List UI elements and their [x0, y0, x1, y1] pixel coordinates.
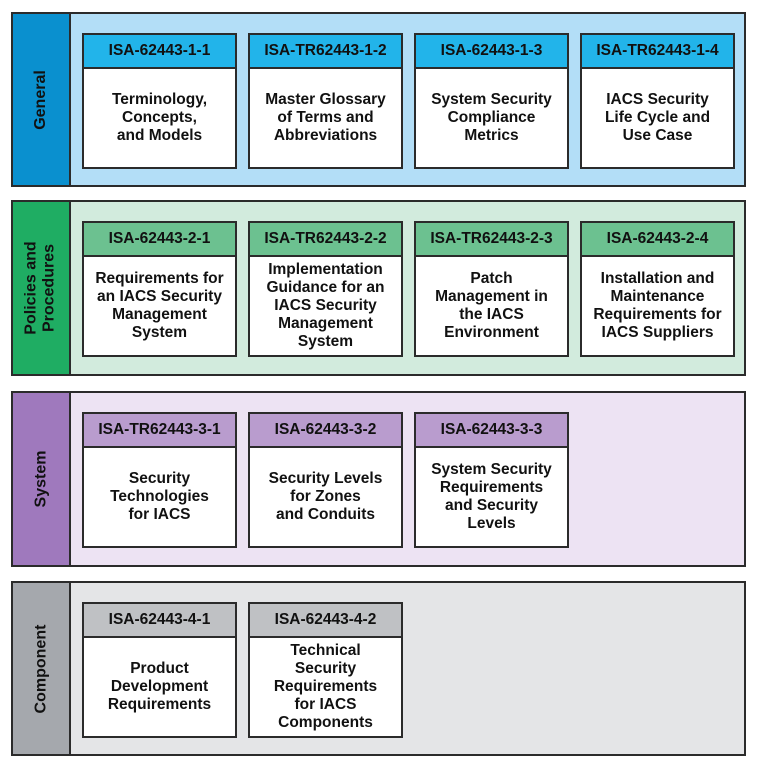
standard-title-box: Security Technologies for IACS: [84, 448, 235, 546]
standard-title: Installation and Maintenance Requirement…: [593, 270, 722, 341]
standard-title-box: Terminology, Concepts, and Models: [84, 69, 235, 167]
standard-title-box: IACS Security Life Cycle and Use Case: [582, 69, 733, 167]
standard-title: IACS Security Life Cycle and Use Case: [604, 91, 711, 144]
standard-code: ISA-62443-1-3: [416, 35, 567, 69]
standard-title: Security Levels for Zones and Conduits: [268, 470, 383, 523]
group-label-panel: Component: [13, 583, 71, 754]
standard-title-box: Security Levels for Zones and Conduits: [250, 448, 401, 546]
standard-title-box: Master Glossary of Terms and Abbreviatio…: [250, 69, 401, 167]
standard-title: Patch Management in the IACS Environment: [435, 270, 548, 341]
standard-title-box: Installation and Maintenance Requirement…: [582, 257, 733, 355]
standard-title: Terminology, Concepts, and Models: [111, 91, 207, 144]
standard-code: ISA-TR62443-2-3: [416, 223, 567, 257]
standard-code: ISA-TR62443-2-2: [250, 223, 401, 257]
standard-code: ISA-62443-2-4: [582, 223, 733, 257]
standard-code: ISA-62443-4-2: [250, 604, 401, 638]
group-label: Policies and Procedures: [23, 241, 58, 335]
standard-title: Implementation Guidance for an IACS Secu…: [266, 261, 385, 350]
standard-title-box: System Security Compliance Metrics: [416, 69, 567, 167]
standard-code: ISA-62443-4-1: [84, 604, 235, 638]
group-label-panel: General: [13, 14, 71, 185]
standard-title-box: Patch Management in the IACS Environment: [416, 257, 567, 355]
group-label: Component: [32, 624, 49, 713]
standard-title-box: Implementation Guidance for an IACS Secu…: [250, 257, 401, 355]
standard-title: Technical Security Requirements for IACS…: [273, 642, 378, 731]
standard-title: System Security Compliance Metrics: [431, 91, 552, 144]
standard-title-box: Technical Security Requirements for IACS…: [250, 638, 401, 736]
standard-code: ISA-62443-3-3: [416, 414, 567, 448]
standard-code: ISA-TR62443-3-1: [84, 414, 235, 448]
group-label-panel: Policies and Procedures: [13, 202, 71, 374]
standard-title-box: Product Development Requirements: [84, 638, 235, 736]
group-label: System: [32, 450, 50, 508]
standard-title: System Security Requirements and Securit…: [431, 461, 552, 532]
standard-code: ISA-62443-3-2: [250, 414, 401, 448]
standard-code: ISA-TR62443-1-2: [250, 35, 401, 69]
standard-code: ISA-62443-2-1: [84, 223, 235, 257]
standard-title: Product Development Requirements: [107, 660, 212, 713]
standard-title: Security Technologies for IACS: [110, 470, 209, 523]
standard-title-box: Requirements for an IACS Security Manage…: [84, 257, 235, 355]
standard-title: Master Glossary of Terms and Abbreviatio…: [265, 91, 386, 144]
group-label: General: [32, 69, 49, 130]
standard-code: ISA-62443-1-1: [84, 35, 235, 69]
group-label-panel: System: [13, 393, 71, 565]
standard-title: Requirements for an IACS Security Manage…: [95, 270, 224, 341]
standard-code: ISA-TR62443-1-4: [582, 35, 733, 69]
standard-title-box: System Security Requirements and Securit…: [416, 448, 567, 546]
